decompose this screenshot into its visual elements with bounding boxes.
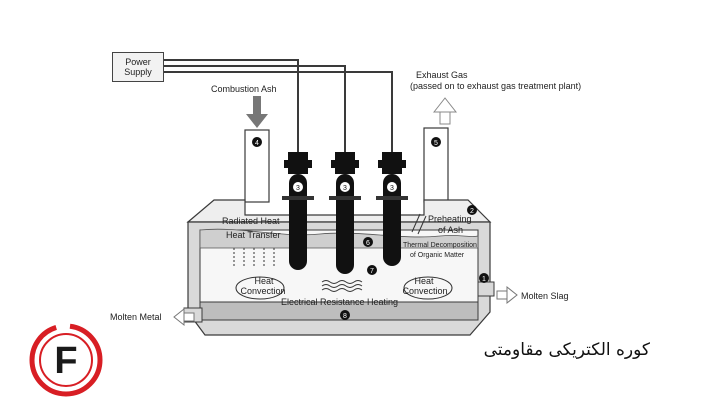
preheating-label: Preheating xyxy=(428,214,472,224)
svg-text:7: 7 xyxy=(370,268,374,275)
combustion-ash-label: Combustion Ash xyxy=(211,84,277,94)
slag-tap xyxy=(477,281,495,297)
wire-1 xyxy=(164,59,299,152)
electrode-2 xyxy=(329,152,361,274)
markers: 1 2 3 3 3 4 5 6 7 8 xyxy=(252,137,489,320)
heat-rise-arrows xyxy=(233,248,275,266)
brand-logo: F xyxy=(29,323,103,397)
exhaust-gas-label: Exhaust Gas xyxy=(416,70,468,80)
exhaust-arrow xyxy=(432,97,458,125)
heat-convection-right-label-1: Heat xyxy=(414,276,434,286)
electrical-resistance-label: Electrical Resistance Heating xyxy=(281,297,399,307)
preheating-arrows xyxy=(411,213,427,235)
molten-metal-label: Molten Metal xyxy=(110,312,162,322)
electrode-3 xyxy=(376,152,408,266)
marker-3c: 3 xyxy=(387,182,397,192)
ash-inlet-arrow xyxy=(246,96,268,128)
svg-text:2: 2 xyxy=(470,208,474,215)
marker-8: 8 xyxy=(340,310,350,320)
power-supply-box: Power Supply xyxy=(112,52,164,82)
marker-1: 1 xyxy=(479,273,489,283)
convection-swirls xyxy=(235,276,453,300)
marker-5: 5 xyxy=(431,137,441,147)
electrodes xyxy=(282,152,408,274)
logo-letter: F xyxy=(54,340,77,382)
marker-7: 7 xyxy=(367,265,377,275)
organic-matter-label: of Organic Matter xyxy=(410,252,465,259)
wire-2 xyxy=(164,65,346,152)
marker-6: 6 xyxy=(363,237,373,247)
molten-slag-arrow xyxy=(496,285,518,305)
resistance-waves xyxy=(321,280,363,292)
molten-slag-label: Molten Slag xyxy=(521,291,569,301)
svg-text:3: 3 xyxy=(296,185,300,192)
radiated-heat-label: Radiated Heat xyxy=(222,216,280,226)
of-ash-label: of Ash xyxy=(438,225,464,235)
exhaust-note-label: (passed on to exhaust gas treatment plan… xyxy=(410,81,582,91)
furnace-roof xyxy=(186,199,492,223)
marker-4: 4 xyxy=(252,137,262,147)
svg-text:5: 5 xyxy=(434,140,438,147)
marker-3a: 3 xyxy=(293,182,303,192)
heat-transfer-label: Heat Transfer xyxy=(226,230,281,240)
wire-3 xyxy=(164,71,393,152)
svg-text:3: 3 xyxy=(390,185,394,192)
molten-metal-arrow xyxy=(173,307,195,327)
heat-convection-left-label-2: Convection xyxy=(240,286,286,296)
heat-convection-right-label-2: Convection xyxy=(402,286,448,296)
power-wires xyxy=(164,59,393,152)
heat-convection-left-label-1: Heat xyxy=(254,276,274,286)
marker-3b: 3 xyxy=(340,182,350,192)
caption: کوره الکتریکی مقاومتی xyxy=(483,340,650,360)
thermal-decomposition-label: Thermal Decomposition xyxy=(403,242,477,249)
svg-text:3: 3 xyxy=(343,185,347,192)
svg-text:1: 1 xyxy=(482,276,486,283)
svg-text:4: 4 xyxy=(255,140,259,147)
svg-text:8: 8 xyxy=(343,313,347,320)
svg-text:6: 6 xyxy=(366,240,370,247)
marker-2: 2 xyxy=(467,205,477,215)
electrode-1 xyxy=(282,152,314,270)
